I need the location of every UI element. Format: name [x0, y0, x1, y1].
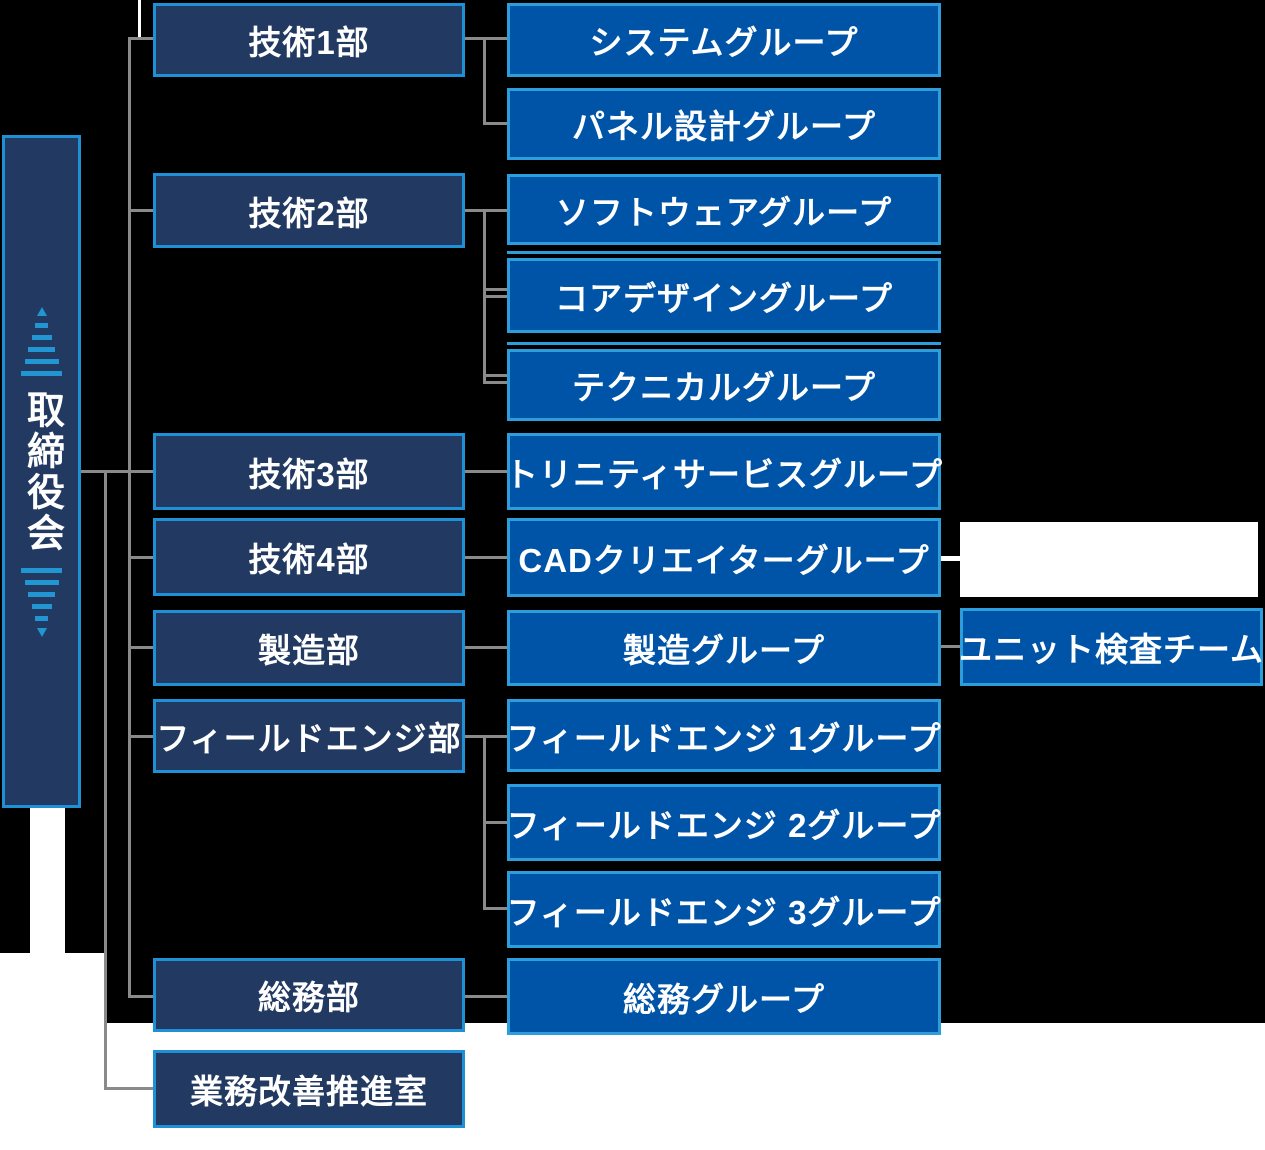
group-label: パネル設計グループ	[571, 108, 877, 145]
group-label: コアデザイングループ	[554, 279, 894, 317]
dept1-branch-vertical	[483, 37, 486, 125]
root-box: 取締役会	[2, 135, 81, 808]
dept-box-gijutsu2: 技術2部	[153, 173, 465, 248]
group-label: システムグループ	[589, 24, 859, 61]
group-label: CADクリエイターグループ	[518, 541, 930, 579]
down-arrow-icon	[21, 567, 62, 637]
dept-label: 技術3部	[248, 455, 370, 493]
dept-label: 総務部	[258, 979, 360, 1016]
row5-right-connector	[462, 646, 509, 649]
row4-left-connector	[128, 556, 155, 559]
technical-group-stub-lower	[483, 381, 509, 384]
white-top-line	[138, 0, 141, 38]
root-label: 取締役会	[20, 389, 63, 554]
group-label: 製造グループ	[622, 632, 826, 669]
white-pedestal-bar	[30, 806, 65, 954]
group-box-cad-creator: CADクリエイターグループ	[507, 518, 941, 597]
team-box-unit-inspection: ユニット検査チーム	[959, 608, 1265, 686]
group-box-fieldeng2: フィールドエンジ 2グループ	[507, 784, 941, 861]
technical-group-stub-upper	[486, 374, 509, 377]
group-box-system: システムグループ	[507, 3, 941, 77]
trunk-line-a	[128, 37, 131, 998]
dept-box-gijutsu4: 技術4部	[153, 518, 465, 596]
fieldeng-branch-vertical	[483, 735, 486, 910]
root-connector	[81, 470, 155, 473]
group-box-fieldeng1: フィールドエンジ 1グループ	[507, 699, 941, 772]
core-design-topline	[507, 251, 941, 254]
row7-left-connector	[128, 995, 155, 998]
dept-box-seizo: 製造部	[153, 610, 465, 686]
team-label: ユニット検査チーム	[959, 631, 1265, 668]
fieldeng2-stub	[486, 821, 509, 824]
core-group-stub-lower	[486, 295, 509, 298]
panel-group-stub	[483, 122, 509, 125]
group-box-seizo: 製造グループ	[507, 610, 941, 686]
unit-team-stub	[941, 645, 960, 648]
group-label: トリニティサービスグループ	[504, 455, 944, 493]
group-box-panel-design: パネル設計グループ	[507, 88, 941, 160]
group-box-technical: テクニカルグループ	[507, 349, 941, 421]
group-box-software: ソフトウェアグループ	[507, 174, 941, 245]
group-label: フィールドエンジ 1グループ	[506, 719, 942, 757]
group-box-core-design: コアデザイングループ	[507, 258, 941, 333]
dept-label: 製造部	[258, 632, 360, 669]
core-group-stub-upper	[486, 288, 509, 291]
dept-label: フィールドエンジ部	[156, 720, 462, 757]
row6-left-connector	[128, 735, 155, 738]
dept-box-gyomu-kaizen: 業務改善推進室	[153, 1050, 465, 1128]
row1-left-connector	[128, 37, 155, 40]
dept2-branch-vertical	[483, 209, 486, 382]
dept-box-gijutsu1: 技術1部	[153, 3, 465, 77]
group-label: フィールドエンジ 2グループ	[506, 806, 942, 844]
white-connector-stub	[941, 556, 960, 561]
dept-label: 業務改善推進室	[190, 1073, 428, 1110]
group-label: 総務グループ	[622, 980, 826, 1018]
group-box-trinity-service: トリニティサービスグループ	[504, 433, 944, 510]
up-arrow-icon	[21, 306, 62, 376]
dept-box-gijutsu3: 技術3部	[153, 433, 465, 510]
group-label: フィールドエンジ 3グループ	[506, 893, 942, 931]
technical-topline	[507, 342, 941, 345]
group-label: テクニカルグループ	[571, 369, 877, 406]
group-box-somu: 総務グループ	[507, 958, 941, 1035]
group-label: ソフトウェアグループ	[555, 193, 893, 231]
fieldeng3-stub	[483, 907, 509, 910]
dept-box-somu: 総務部	[153, 958, 465, 1032]
dept-label: 技術4部	[248, 541, 370, 578]
row2-left-connector	[128, 209, 155, 212]
white-right-rect	[960, 522, 1258, 597]
dept-box-field-eng: フィールドエンジ部	[153, 699, 465, 773]
row3-right-connector	[462, 470, 509, 473]
row8-left-connector	[104, 1087, 155, 1090]
row5-left-connector	[128, 646, 155, 649]
row4-right-connector	[462, 556, 509, 559]
dept-label: 技術1部	[248, 24, 370, 61]
row7-right-connector	[462, 995, 509, 998]
dept-label: 技術2部	[248, 194, 370, 232]
group-box-fieldeng3: フィールドエンジ 3グループ	[507, 871, 941, 948]
trunk-line-b	[104, 470, 107, 1090]
